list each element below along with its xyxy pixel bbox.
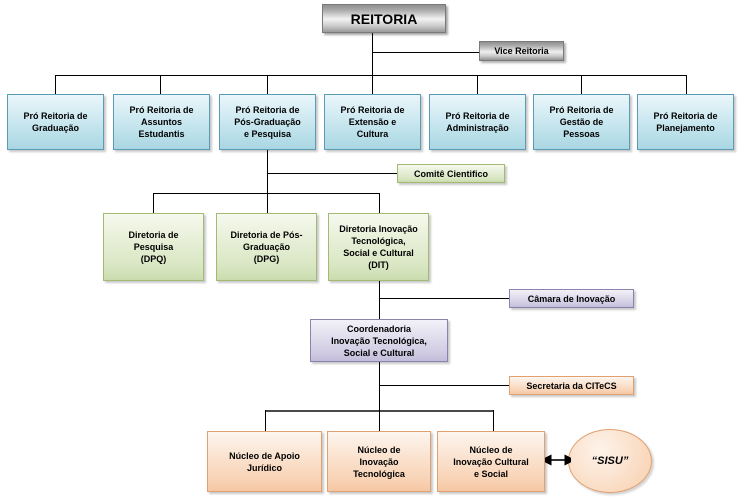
node-nucleo-juridico-line1: Núcleo de Apoio [229, 450, 300, 461]
node-pro-gestao-line3: Pessoas [563, 129, 600, 139]
node-pro-administracao-line1: Pró Reitoria de [445, 111, 510, 121]
connector-drop-graduacao [55, 75, 56, 94]
connector-reitoria-vice [372, 52, 479, 53]
connector-drop-nucleo-tecnologica [379, 410, 380, 431]
node-nucleo-apoio-juridico[interactable]: Núcleo de Apoio Jurídico [207, 431, 322, 492]
node-nucleo-cultural-line3: e Social [473, 468, 508, 479]
node-pro-gestao-line1: Pró Reitoria de [549, 105, 614, 115]
node-diretoria-pesquisa[interactable]: Diretoria de Pesquisa (DPQ) [103, 213, 204, 281]
node-coordenadoria-line3: Social e Cultural [343, 347, 415, 358]
node-pro-planejamento-line1: Pró Reitoria de [653, 111, 718, 121]
node-diretoria-inovacao-dit[interactable]: Diretoria Inovação Tecnológica, Social e… [328, 213, 429, 281]
node-dir-pesquisa-line3: (DPQ) [140, 254, 167, 264]
node-pro-reitoria-gestao-pessoas[interactable]: Pró Reitoria de Gestão de Pessoas [533, 94, 630, 150]
connector-dit-camara [379, 298, 509, 299]
node-pro-reitoria-planejamento[interactable]: Pró Reitoria de Planejamento [637, 94, 734, 150]
node-pro-reitoria-assuntos-estudantis[interactable]: Pró Reitoria de Assuntos Estudantis [113, 94, 210, 150]
connector-pos-comite [267, 173, 397, 174]
node-nucleo-cultural-line1: Núcleo de [469, 444, 513, 455]
node-nucleo-tecnologica-line2: Inovação [359, 456, 399, 467]
connector-coordenadoria-stem [379, 362, 380, 430]
node-pro-pos-line1: Pró Reitoria de [235, 105, 300, 115]
connector-dit-stem [379, 281, 380, 319]
connector-pos-stem [267, 150, 268, 213]
node-pro-extensao-line3: Cultura [356, 129, 389, 139]
node-nucleo-tecnologica-line1: Núcleo de [357, 444, 401, 455]
node-coordenadoria-line2: Inovação Tecnológica, [331, 335, 427, 346]
connector-drop-administracao [477, 75, 478, 94]
node-dir-inovacao-line1: Diretoria Inovação [339, 224, 418, 234]
node-pro-gestao-line2: Gestão de [559, 117, 604, 127]
node-sisu-label: “SISU” [591, 455, 629, 467]
node-pro-reitoria-extensao-cultura[interactable]: Pró Reitoria de Extensão e Cultura [324, 94, 421, 150]
connector-drop-planejamento [686, 75, 687, 94]
connector-drop-nucleo-cultural [493, 410, 494, 431]
node-comite-label: Comitê Cientifico [413, 168, 488, 179]
node-reitoria-label: REITORIA [350, 10, 418, 27]
node-coordenadoria-citecs[interactable]: Coordenadoria Inovação Tecnológica, Soci… [310, 319, 448, 362]
node-pro-assuntos-line3: Estudantis [138, 129, 185, 139]
node-nucleo-inovacao-cultural-social[interactable]: Núcleo de Inovação Cultural e Social [437, 431, 545, 492]
connector-coordenadoria-secretaria [379, 385, 509, 386]
node-vice-reitoria-label: Vice Reitoria [494, 46, 549, 56]
node-dir-pos-line1: Diretoria de Pós- [230, 230, 303, 240]
node-nucleo-inovacao-tecnologica[interactable]: Núcleo de Inovação Tecnológica [327, 431, 431, 492]
connector-diretoria-bus [153, 193, 379, 194]
node-pro-pos-line2: Pós-Graduação [234, 117, 301, 127]
node-pro-assuntos-line2: Assuntos [140, 117, 182, 127]
node-diretoria-pos-graduacao[interactable]: Diretoria de Pós- Graduação (DPG) [216, 213, 317, 281]
node-pro-reitoria-pos-graduacao-pesquisa[interactable]: Pró Reitoria de Pós-Graduação e Pesquisa [219, 94, 316, 150]
node-dir-pos-line3: (DPG) [253, 254, 280, 264]
node-dir-pesquisa-line2: Pesquisa [133, 242, 174, 252]
connector-drop-gestao [581, 75, 582, 94]
node-reitoria[interactable]: REITORIA [322, 4, 446, 33]
node-pro-pos-line3: e Pesquisa [243, 129, 292, 139]
node-camara-inovacao[interactable]: Câmara de Inovação [509, 289, 634, 308]
double-arrow-icon [545, 454, 571, 466]
connector-drop-assuntos [160, 75, 161, 94]
node-camara-label: Câmara de Inovação [527, 293, 616, 304]
node-comite-cientifico[interactable]: Comitê Cientifico [397, 164, 505, 183]
node-pro-extensao-line1: Pró Reitoria de [340, 105, 405, 115]
node-dir-inovacao-line3: Social e Cultural [343, 248, 414, 258]
node-coordenadoria-line1: Coordenadoria [346, 323, 411, 334]
node-dir-pesquisa-line1: Diretoria de [128, 230, 179, 240]
node-sisu[interactable]: “SISU” [568, 429, 652, 493]
node-pro-graduacao-line2: Graduação [31, 123, 79, 133]
node-nucleo-tecnologica-line3: Tecnológica [353, 468, 405, 479]
connector-drop-extensao [372, 75, 373, 94]
node-pro-reitoria-administracao[interactable]: Pró Reitoria de Administração [429, 94, 526, 150]
connector-drop-dir-inovacao [379, 193, 380, 213]
node-pro-reitoria-graduacao[interactable]: Pró Reitoria de Graduação [7, 94, 104, 150]
connector-drop-pos [267, 75, 268, 94]
node-pro-planejamento-line2: Planejamento [656, 123, 715, 133]
node-dir-inovacao-line2: Tecnológica, [351, 236, 406, 246]
connector-drop-nucleo-juridico [265, 410, 266, 431]
connector-proreitoria-bus [55, 75, 686, 76]
node-dir-inovacao-line4: (DIT) [368, 260, 389, 270]
node-pro-graduacao-line1: Pró Reitoria de [23, 111, 88, 121]
connector-reitoria-stem [372, 33, 373, 75]
node-secretaria-label: Secretaria da CITeCS [526, 380, 617, 391]
node-secretaria-citecs[interactable]: Secretaria da CITeCS [509, 376, 634, 395]
node-nucleo-juridico-line2: Jurídico [246, 462, 282, 473]
node-nucleo-cultural-line2: Inovação Cultural [453, 456, 529, 467]
node-pro-extensao-line2: Extensão e [348, 117, 397, 127]
connector-drop-dir-pos [267, 193, 268, 213]
node-pro-administracao-line2: Administração [446, 123, 509, 133]
node-dir-pos-line2: Graduação [242, 242, 291, 252]
node-vice-reitoria[interactable]: Vice Reitoria [479, 41, 564, 61]
connector-drop-dir-pesquisa [153, 193, 154, 213]
node-pro-assuntos-line1: Pró Reitoria de [129, 105, 194, 115]
